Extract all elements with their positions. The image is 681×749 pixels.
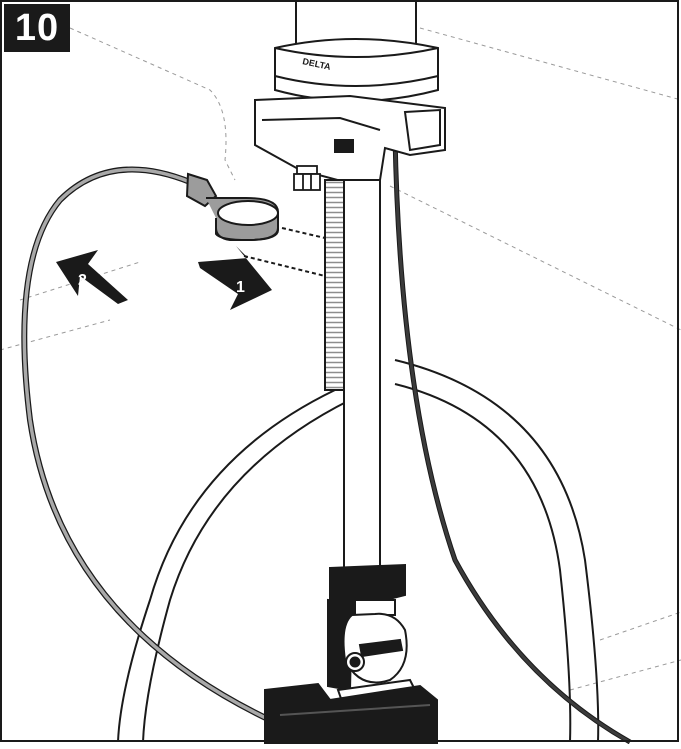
ground-clip-icon — [185, 172, 279, 242]
base-block — [264, 682, 438, 745]
mounting-bracket — [254, 94, 446, 184]
arrow-2-icon: 2 — [56, 250, 128, 304]
alignment-guides — [243, 227, 326, 277]
sensor-wire — [392, 134, 632, 745]
mounting-nut-icon — [293, 165, 321, 191]
supply-hose-left — [117, 389, 351, 743]
supply-hose-right — [394, 359, 600, 743]
step-number-badge: 10 — [4, 4, 70, 52]
faucet-body: DELTA — [274, 0, 439, 102]
countertop-outline — [0, 27, 681, 691]
arrow-1-icon: 1 — [198, 246, 272, 310]
ground-wire — [21, 166, 272, 723]
center-hose — [343, 179, 381, 576]
arrow-1-label: 1 — [236, 279, 245, 296]
arrow-2-label: 2 — [78, 272, 87, 289]
